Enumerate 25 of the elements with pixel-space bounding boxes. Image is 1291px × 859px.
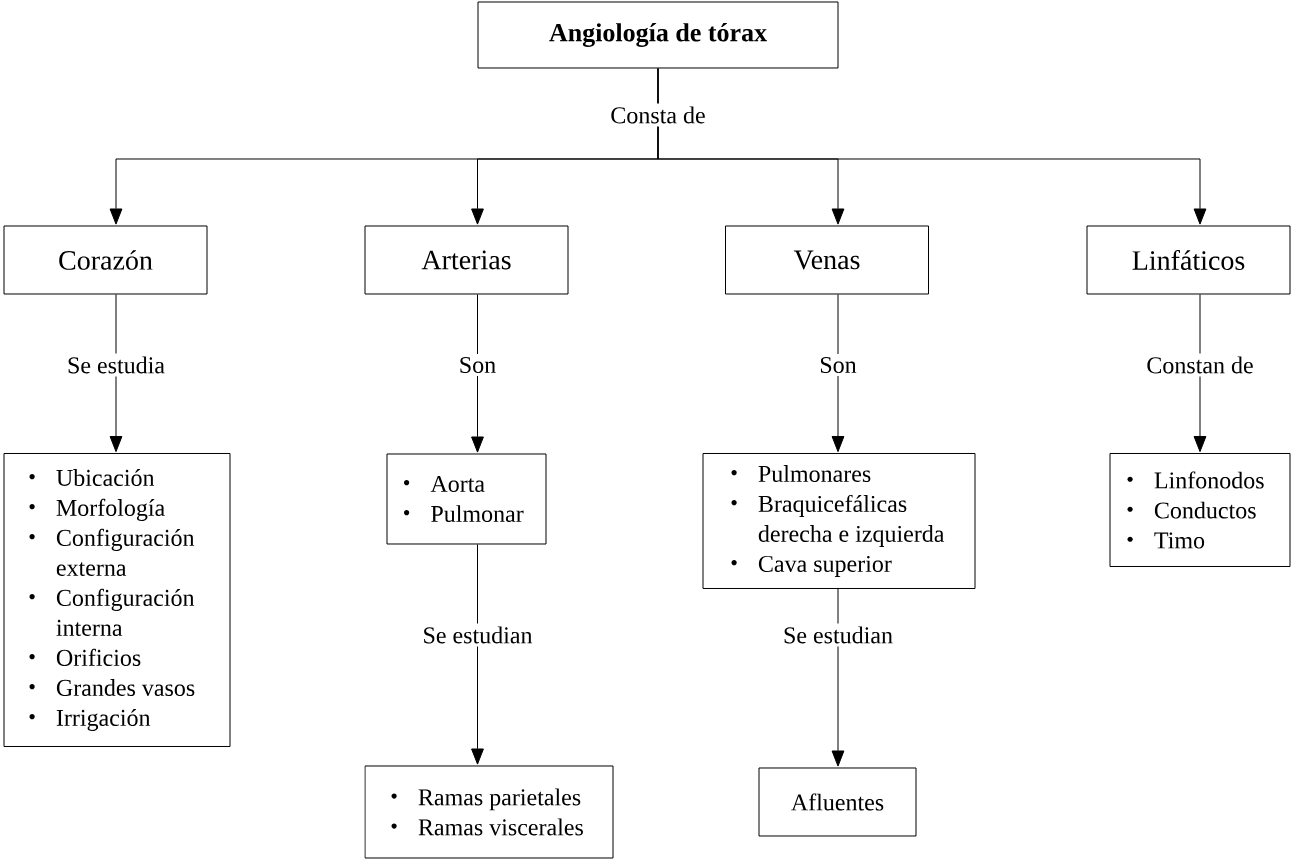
arrow — [831, 294, 845, 453]
arrow — [471, 294, 484, 453]
category-box: Venas — [725, 225, 929, 295]
arrow — [1193, 294, 1207, 453]
edge-label: Se estudian — [780, 623, 896, 647]
edge-label: Son — [455, 353, 500, 377]
list-box: Aorta Pulmonar — [386, 453, 547, 545]
list-box: Ubicación Morfología Configuración externa Configuración interna Orificios Grandes vasos Irrigación — [3, 453, 231, 747]
edge-label: Se estudia — [64, 353, 168, 377]
edge-label: Constan de — [1143, 353, 1257, 377]
list-box: Linfonodos Conductos Timo — [1109, 453, 1291, 567]
arrow — [471, 544, 484, 765]
list-box: Ramas parietales Ramas viscerales — [364, 765, 614, 859]
category-box: Linfáticos — [1086, 225, 1291, 295]
category-box: Corazón — [3, 225, 208, 295]
arrow — [109, 294, 123, 453]
text-box: Afluentes — [758, 767, 917, 837]
list-box: Pulmonares Braquicefálicas derecha e izquierda Cava superior — [702, 453, 976, 589]
category-box: Arterias — [364, 225, 569, 295]
edge-label: Consta de — [607, 103, 709, 127]
title-box: Angiología de tórax — [477, 1, 839, 69]
edge-label: Son — [816, 353, 860, 377]
arrow — [831, 588, 845, 767]
arrow — [657, 68, 1207, 225]
edge-label: Se estudian — [419, 623, 536, 647]
